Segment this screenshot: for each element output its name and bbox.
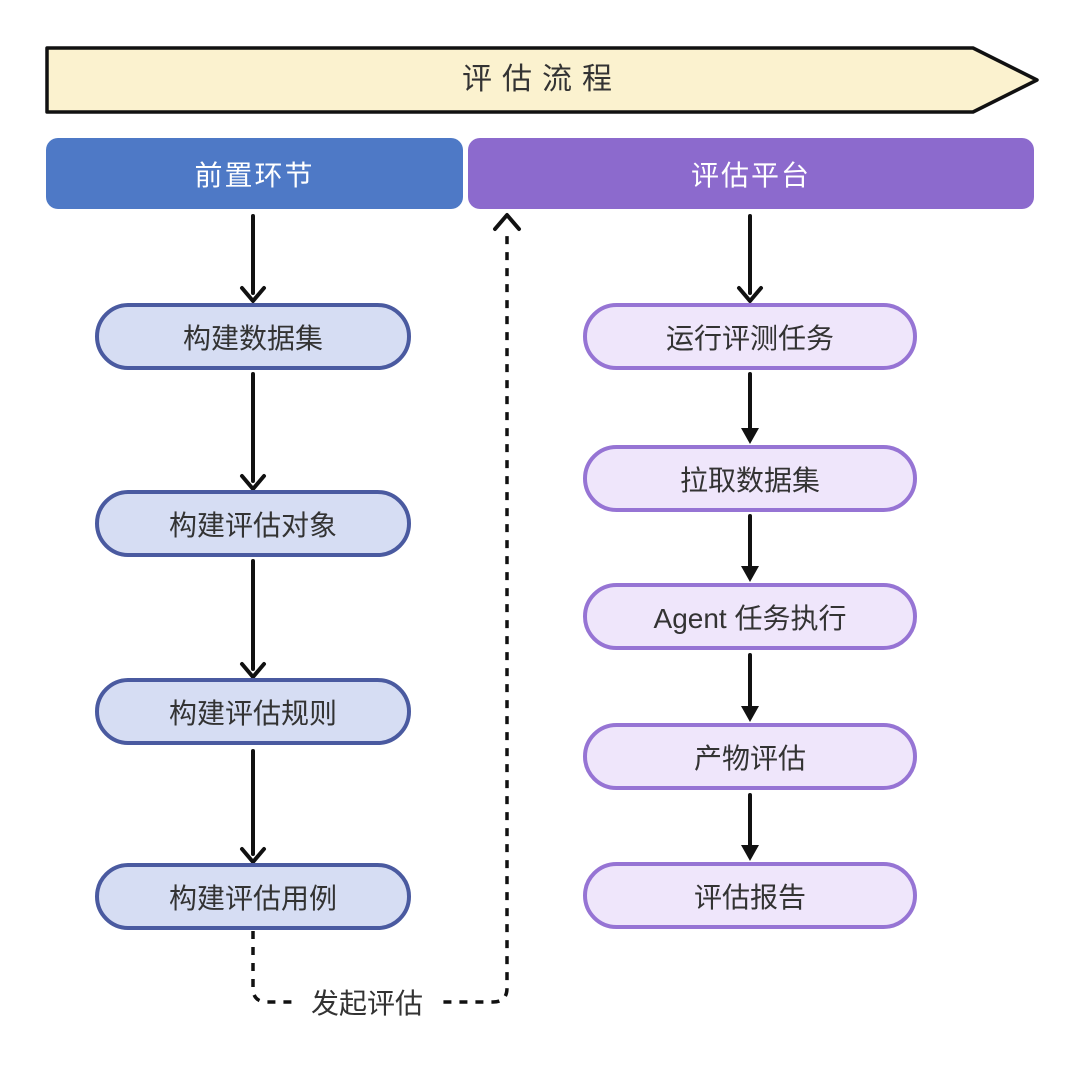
arrowhead-right-1-icon xyxy=(737,286,763,303)
node-build-eval-rules-label: 构建评估规则 xyxy=(168,697,337,729)
node-agent-task-execution-label: Agent 任务执行 xyxy=(653,602,847,634)
node-build-dataset-label: 构建数据集 xyxy=(182,322,323,354)
node-pull-dataset: 拉取数据集 xyxy=(583,445,917,512)
node-build-eval-rules: 构建评估规则 xyxy=(95,678,411,745)
node-pull-dataset-label: 拉取数据集 xyxy=(679,464,820,496)
node-eval-report: 评估报告 xyxy=(583,862,917,929)
arrowhead-right-2-icon xyxy=(741,428,759,444)
arrowhead-right-3-icon xyxy=(741,566,759,582)
node-artifact-evaluation-label: 产物评估 xyxy=(693,742,806,774)
node-build-eval-cases: 构建评估用例 xyxy=(95,863,411,930)
header-pre-stage-label: 前置环节 xyxy=(194,159,315,191)
node-build-eval-target-label: 构建评估对象 xyxy=(168,509,337,541)
process-banner-shape xyxy=(45,46,1039,114)
arrowhead-left-3-icon xyxy=(240,662,266,679)
header-eval-platform-label: 评估平台 xyxy=(690,159,811,191)
node-eval-report-label: 评估报告 xyxy=(693,881,806,913)
arrowhead-right-5-icon xyxy=(741,845,759,861)
node-run-eval-task-label: 运行评测任务 xyxy=(665,322,834,354)
arrowhead-feedback-up-icon xyxy=(493,213,521,231)
arrowhead-left-1-icon xyxy=(240,286,266,303)
node-agent-task-execution: Agent 任务执行 xyxy=(583,583,917,650)
node-artifact-evaluation: 产物评估 xyxy=(583,723,917,790)
arrowhead-left-2-icon xyxy=(240,474,266,491)
node-build-dataset: 构建数据集 xyxy=(95,303,411,370)
feedback-label: 发起评估 xyxy=(295,984,439,1020)
banner-title: 评估流程 xyxy=(462,63,622,96)
node-build-eval-target: 构建评估对象 xyxy=(95,490,411,557)
node-build-eval-cases-label: 构建评估用例 xyxy=(168,882,337,914)
node-run-eval-task: 运行评测任务 xyxy=(583,303,917,370)
header-eval-platform: 评估平台 xyxy=(468,138,1034,209)
header-pre-stage: 前置环节 xyxy=(46,138,463,209)
arrowhead-right-4-icon xyxy=(741,706,759,722)
arrowhead-left-4-icon xyxy=(240,847,266,864)
